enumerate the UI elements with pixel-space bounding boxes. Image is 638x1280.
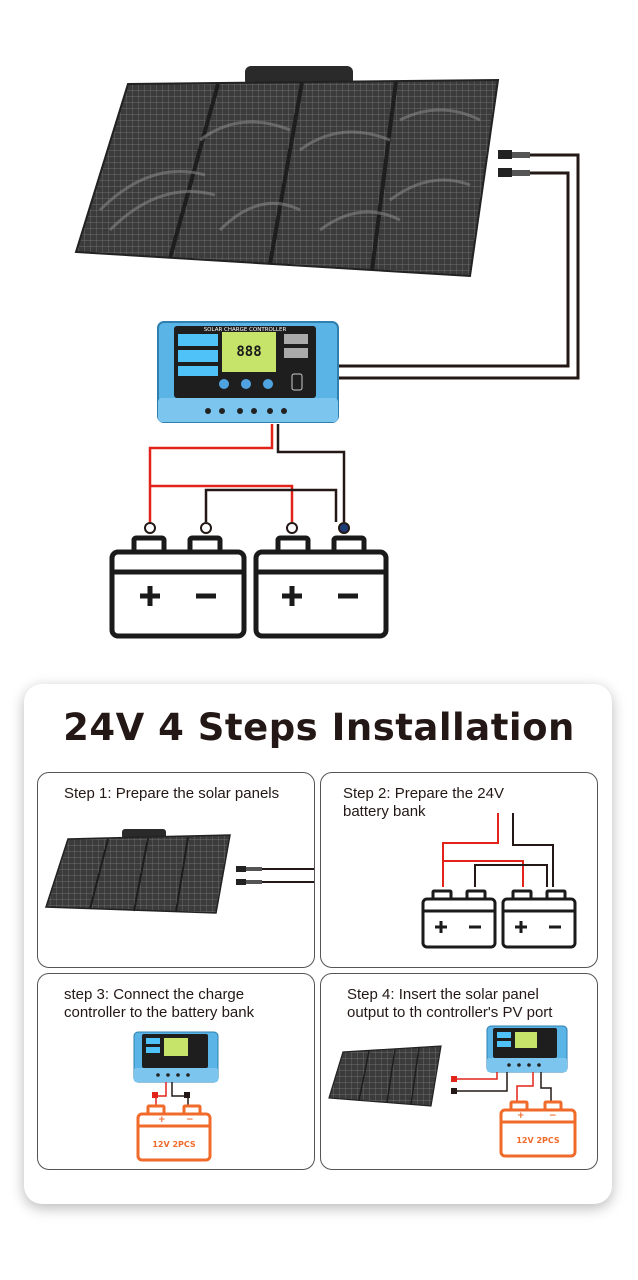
installation-title: 24V 4 Steps Installation: [63, 706, 575, 749]
step-4-card: Step 4: Insert the solar panel output to…: [320, 973, 598, 1170]
step-1-label: Step 1: Prepare the solar panels: [64, 785, 280, 802]
svg-text:−: −: [549, 1111, 557, 1121]
step-1-card: Step 1: Prepare the solar panels: [37, 772, 315, 968]
step-4-label: Step 4: Insert the solar panel output to…: [347, 986, 553, 1021]
step-3-battery-label: 12V 2PCS: [152, 1140, 196, 1149]
battery-right: [253, 535, 389, 639]
svg-text:+: +: [517, 1111, 525, 1121]
battery-wires: [144, 424, 350, 534]
svg-text:−: −: [186, 1115, 194, 1125]
step-3-illustration: + − 12V 2PCS: [133, 1031, 219, 1162]
hero-illustration: 888 SOLAR CHARGE CONTROLLER: [74, 66, 580, 639]
svg-text:+: +: [158, 1115, 166, 1125]
controller-header: SOLAR CHARGE CONTROLLER: [204, 327, 287, 333]
step-1-illustration: [44, 829, 314, 914]
step-2-card: Step 2: Prepare the 24V battery bank: [320, 772, 598, 968]
panel-output-wires: [336, 150, 580, 380]
svg-text:888: 888: [236, 344, 261, 360]
battery-left: [109, 535, 247, 639]
solar-panel-large: [74, 66, 500, 278]
step-4-battery-label: 12V 2PCS: [516, 1136, 560, 1145]
step-3-card: step 3: Connect the charge controller to…: [37, 973, 315, 1170]
step-4-illustration: + − 12V 2PCS: [328, 1025, 577, 1158]
charge-controller: 888: [157, 321, 339, 423]
step-2-illustration: [421, 813, 577, 949]
step-3-label: step 3: Connect the charge controller to…: [64, 986, 255, 1021]
step-2-label: Step 2: Prepare the 24V battery bank: [343, 785, 504, 820]
